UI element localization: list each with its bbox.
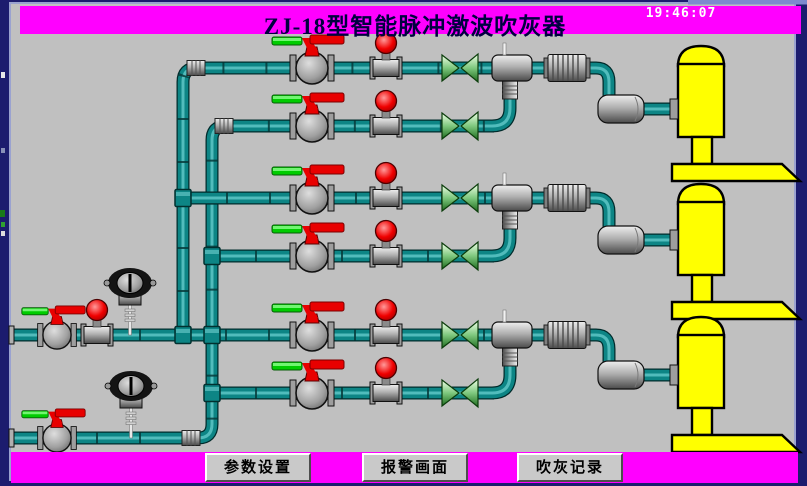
muffler xyxy=(597,225,645,255)
motor-actuator xyxy=(104,370,158,439)
pipe-cross xyxy=(203,325,221,345)
pipe-tee xyxy=(174,188,192,208)
page-title: ZJ-18型智能脉冲激波吹灰器 xyxy=(263,14,567,39)
branch-row-4 xyxy=(272,221,478,273)
pipe-tee xyxy=(174,325,192,345)
pipe-end-cap xyxy=(8,325,15,345)
soot-blower-tank-1 xyxy=(670,44,802,183)
pulse-chamber xyxy=(491,172,533,212)
soot-blower-tank-2 xyxy=(670,182,802,321)
branch-row-6 xyxy=(272,358,478,410)
ball-valve xyxy=(21,408,86,453)
pipe-sleeve xyxy=(214,118,234,134)
tank-flange xyxy=(669,364,679,386)
threaded-coupling xyxy=(543,53,591,83)
muffler xyxy=(597,360,645,390)
soot-blower-tank-3 xyxy=(670,315,802,454)
branch-row-5 xyxy=(272,300,478,352)
nav-button-alarm-screen[interactable]: 报警画面 xyxy=(362,453,468,482)
pipe-sleeve xyxy=(502,347,518,367)
ball-valve xyxy=(21,305,86,350)
nav-bar: 参数设置 报警画面 吹灰记录 xyxy=(11,452,798,483)
pulse-chamber xyxy=(491,42,533,82)
threaded-coupling xyxy=(543,320,591,350)
tank-flange xyxy=(669,229,679,251)
clock: 19:46:07 xyxy=(645,6,717,21)
pipe-tee xyxy=(203,246,221,266)
title-bar: ZJ-18型智能脉冲激波吹灰器 xyxy=(20,6,801,39)
pulse-chamber xyxy=(491,309,533,349)
pipe-sleeve xyxy=(186,60,206,76)
pipe-sleeve xyxy=(181,430,201,446)
pipe-sleeve xyxy=(502,80,518,100)
threaded-coupling xyxy=(543,183,591,213)
tank-flange xyxy=(669,98,679,120)
pipe-end-cap xyxy=(8,428,15,448)
nav-button-parameter-settings[interactable]: 参数设置 xyxy=(205,453,311,482)
branch-row-3 xyxy=(272,163,478,215)
muffler xyxy=(597,94,645,124)
pipe-sleeve xyxy=(502,210,518,230)
pulse-solenoid-valve xyxy=(80,298,114,347)
pipe-tee xyxy=(203,383,221,403)
desktop-edge-artifacts xyxy=(0,0,807,236)
branch-row-2 xyxy=(272,91,478,143)
nav-button-sootblow-record[interactable]: 吹灰记录 xyxy=(517,453,623,482)
